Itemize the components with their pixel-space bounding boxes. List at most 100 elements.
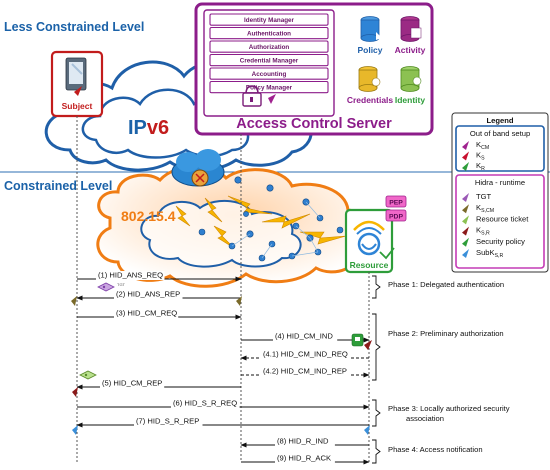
svg-text:PDP: PDP xyxy=(389,214,403,221)
subject-label: Subject xyxy=(62,101,93,111)
legend-key-icon xyxy=(462,249,469,258)
policy-label: Policy xyxy=(357,45,382,55)
message-label: (6) HID_S_R_REQ xyxy=(173,399,237,408)
message: (3) HID_CM_REQ xyxy=(77,309,242,320)
legend-row-label: SubKS,R xyxy=(476,248,503,259)
legend-row-label: KCM xyxy=(476,140,489,151)
acs-module: Policy Manager xyxy=(209,80,329,94)
legend-key-icon xyxy=(462,151,469,161)
credentials-label: Credentials xyxy=(347,95,394,105)
legend-row: TGT xyxy=(462,192,492,202)
resource-node: PEP PDP Resource xyxy=(344,195,407,274)
message: (5) HID_CM_REP xyxy=(76,379,241,390)
lowpan-cloud xyxy=(96,165,371,288)
credentials-database-icon xyxy=(358,66,381,92)
resource-label: Resource xyxy=(350,260,389,270)
message: (6) HID_S_R_REQ xyxy=(77,399,370,410)
legend-row: KS,CM xyxy=(462,203,494,214)
acs-module-label: Accounting xyxy=(252,71,287,78)
acs-module: Authorization xyxy=(209,40,329,53)
message: (2) HID_ANS_REP xyxy=(76,290,241,301)
legend-key-icon xyxy=(462,141,469,150)
message-label: (4) HID_CM_IND xyxy=(275,332,333,341)
phase-group: Phase 4: Access notification xyxy=(372,439,483,464)
ks-cm-key-icon-subject xyxy=(71,296,77,306)
acs-module: Credential Manager xyxy=(209,53,329,67)
legend-key-icon xyxy=(462,204,469,214)
legend-row-label: KR xyxy=(476,161,485,172)
message: (4.1) HID_CM_IND_REQ xyxy=(240,350,369,361)
phase-label: Phase 4: Access notification xyxy=(388,445,483,454)
ks-r-key-icon-resource xyxy=(364,340,372,350)
phase-label: association xyxy=(406,414,444,423)
legend-row: KCM xyxy=(462,140,489,151)
legend-runtime-title: Hidra - runtime xyxy=(475,178,525,187)
subject-node: Subject xyxy=(50,50,104,118)
identity-database-icon xyxy=(400,66,422,92)
identity-repository: Identity xyxy=(395,66,425,105)
phase-bracket xyxy=(372,275,381,299)
legend-row: KR xyxy=(462,161,485,172)
message-label: (2) HID_ANS_REP xyxy=(116,290,180,299)
activity-repository: Activity xyxy=(395,16,426,55)
message-label: (4.1) HID_CM_IND_REQ xyxy=(263,350,348,359)
message-arrows: (1) HID_ANS_REQ (2) HID_ANS_REP (3) HID_CM… xyxy=(76,271,370,465)
message: (1) HID_ANS_REQ xyxy=(77,271,242,282)
message-label: (8) HID_R_IND xyxy=(277,437,329,446)
resource-device-icon xyxy=(353,220,385,256)
message: (4.2) HID_CM_IND_REP xyxy=(241,367,370,378)
identity-label: Identity xyxy=(395,95,425,105)
message-label: (4.2) HID_CM_IND_REP xyxy=(263,367,347,376)
phase-group: Phase 1: Delegated authentication xyxy=(372,275,504,299)
pep-badge: PEP xyxy=(385,195,407,208)
acs-module: Accounting xyxy=(209,67,329,80)
legend-row-label: TGT xyxy=(476,192,492,201)
acs-module-label: Credential Manager xyxy=(240,58,299,65)
message-label: (9) HID_R_ACK xyxy=(277,454,331,463)
ks-r-key-icon-subject xyxy=(72,387,78,397)
svg-text:PEP: PEP xyxy=(389,200,403,207)
legend-row-label: KS,CM xyxy=(476,203,494,214)
legend-key-icon xyxy=(462,215,469,225)
lock-icon xyxy=(242,85,262,107)
message-label: (3) HID_CM_REQ xyxy=(116,309,177,318)
ipv6-label: IPv6 xyxy=(128,117,169,139)
lowpan-label: 802.15.4 xyxy=(121,208,176,224)
subject-device-icon xyxy=(65,57,87,91)
tgt-token-icon: TGT xyxy=(97,282,126,292)
acs-module-list: Identity ManagerAuthenticationAuthorizat… xyxy=(209,13,329,94)
policy-repository: Policy xyxy=(357,16,383,55)
legend-row: SubKS,R xyxy=(462,248,503,259)
acs-module-label: Authentication xyxy=(247,31,291,38)
phase-label: Phase 2: Preliminary authorization xyxy=(388,329,504,338)
legend-row: KS xyxy=(462,151,485,162)
security-policy-icon xyxy=(351,333,364,347)
phase-bracket xyxy=(372,399,381,427)
border-router-icon xyxy=(171,149,225,187)
legend-key-icon xyxy=(462,226,469,236)
legend-oob-title: Out of band setup xyxy=(470,129,530,138)
acs-module-label: Authorization xyxy=(249,44,290,51)
less-constrained-level-label: Less Constrained Level xyxy=(4,20,144,34)
legend-row: KS,R xyxy=(462,226,490,237)
pdp-badge: PDP xyxy=(385,209,407,222)
message: (7) HID_S_R_REP xyxy=(76,417,369,428)
credentials-repository: Credentials xyxy=(347,66,394,105)
subk-icon-resource xyxy=(364,425,370,435)
phase-bracket xyxy=(372,313,381,381)
activity-label: Activity xyxy=(395,45,426,55)
acs-module-label: Identity Manager xyxy=(244,17,295,24)
phase-label: Phase 1: Delegated authentication xyxy=(388,280,504,289)
legend-key-icon xyxy=(462,193,469,202)
message-label: (7) HID_S_R_REP xyxy=(136,417,199,426)
legend-row-label: Resource ticket xyxy=(476,214,529,223)
phase-bracket xyxy=(372,439,381,464)
acs-module: Authentication xyxy=(209,26,329,40)
legend-row: Security policy xyxy=(462,237,525,247)
legend-title: Legend xyxy=(486,116,513,125)
resource-check-icon xyxy=(379,247,395,260)
sensor-links xyxy=(231,201,321,259)
resource-ticket-icon xyxy=(79,370,97,380)
